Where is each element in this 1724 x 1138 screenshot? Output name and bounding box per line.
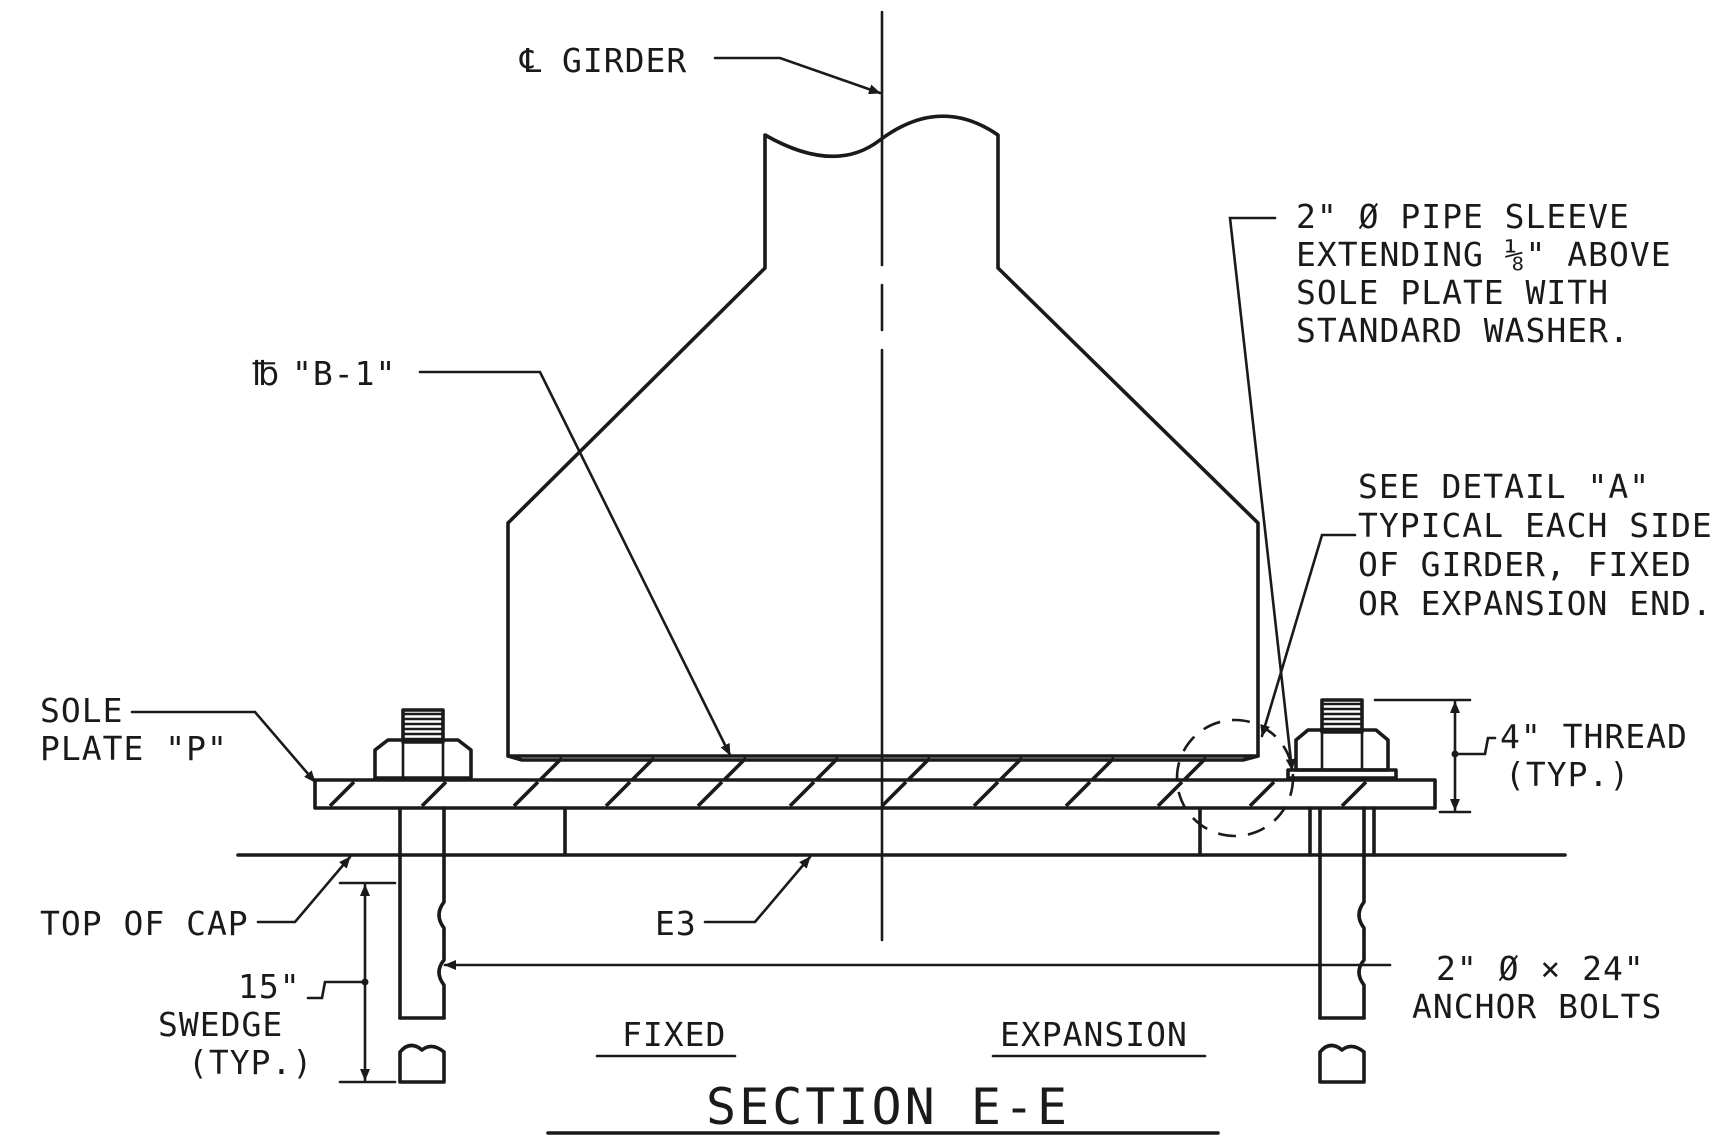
detail-a-line-2: TYPICAL EACH SIDE (1358, 506, 1713, 545)
pipe-sleeve-line-4: STANDARD WASHER. (1296, 311, 1630, 350)
hatch-line (328, 780, 356, 808)
thread-line-1: 4" THREAD (1500, 717, 1688, 756)
swedge-line-2: SWEDGE (158, 1005, 283, 1044)
hatch-line (604, 780, 632, 808)
leader-girder (713, 56, 882, 95)
girder-outline (506, 114, 1260, 762)
leader-sole-plate (130, 710, 317, 784)
hatch-line (1090, 756, 1116, 782)
leader-pipe-sleeve (1228, 216, 1296, 772)
thread-line-2: (TYP.) (1505, 755, 1630, 794)
pipe-sleeve-line-3: SOLE PLATE WITH (1296, 273, 1609, 312)
leader-top-of-cap (256, 855, 352, 924)
flange-hatch (538, 756, 1208, 782)
hatch-line (1340, 780, 1368, 808)
hatch-line (788, 780, 816, 808)
hatch-line (722, 756, 748, 782)
section-title: SECTION E-E (706, 1078, 1070, 1136)
swedge-line-1: 15" (238, 967, 301, 1006)
hatch-line (512, 780, 540, 808)
label-top-of-cap: TOP OF CAP (40, 904, 249, 943)
leader-e3 (703, 855, 812, 924)
hatch-line (1156, 780, 1184, 808)
cl-symbol: ℄ (519, 41, 542, 80)
pipe-sleeve-line-1: 2" Ø PIPE SLEEVE (1296, 197, 1630, 236)
detail-a-line-1: SEE DETAIL "A" (1358, 467, 1650, 506)
label-e3: E3 (655, 904, 697, 943)
label-fixed: FIXED (622, 1015, 726, 1054)
hatch-line (1182, 756, 1208, 782)
hatch-line (420, 780, 448, 808)
detail-a-line-4: OR EXPANSION END. (1358, 584, 1713, 623)
hatch-line (998, 756, 1024, 782)
hatch-line (814, 756, 840, 782)
hatch-line (538, 756, 564, 782)
hatch-line (1064, 780, 1092, 808)
right-anchor-bolt (1286, 698, 1398, 1084)
hatch-line (906, 756, 932, 782)
label-expansion: EXPANSION (1000, 1015, 1188, 1054)
sole-plate-line-1: SOLE (40, 691, 123, 730)
hatch-line (696, 780, 724, 808)
thread-dimension (1373, 698, 1497, 814)
anchor-bolts-line-1: 2" Ø × 24" (1436, 949, 1645, 988)
pipe-sleeve-line-2: EXTENDING ⅛" ABOVE (1296, 235, 1672, 274)
hatch-line (972, 780, 1000, 808)
left-anchor-bolt (373, 708, 473, 1084)
leader-pl-b1 (418, 370, 732, 757)
sole-plate-line-2: PLATE "P" (40, 729, 228, 768)
sole-plate-hatch (328, 780, 1368, 808)
hatch-line (880, 780, 908, 808)
hatch-line (630, 756, 656, 782)
detail-a-circle (1175, 718, 1295, 838)
label-pl-b1: "B-1" (292, 354, 396, 393)
swedge-dimension (306, 881, 397, 1084)
label-girder: GIRDER (562, 41, 687, 80)
leader-detail-a (1260, 533, 1357, 738)
sole-plate (313, 778, 1437, 810)
swedge-line-3: (TYP.) (188, 1043, 313, 1082)
hatch-line (1248, 780, 1276, 808)
detail-a-line-3: OF GIRDER, FIXED (1358, 545, 1692, 584)
anchor-bolts-line-2: ANCHOR BOLTS (1412, 987, 1662, 1026)
pl-symbol: ℔ (252, 354, 280, 393)
